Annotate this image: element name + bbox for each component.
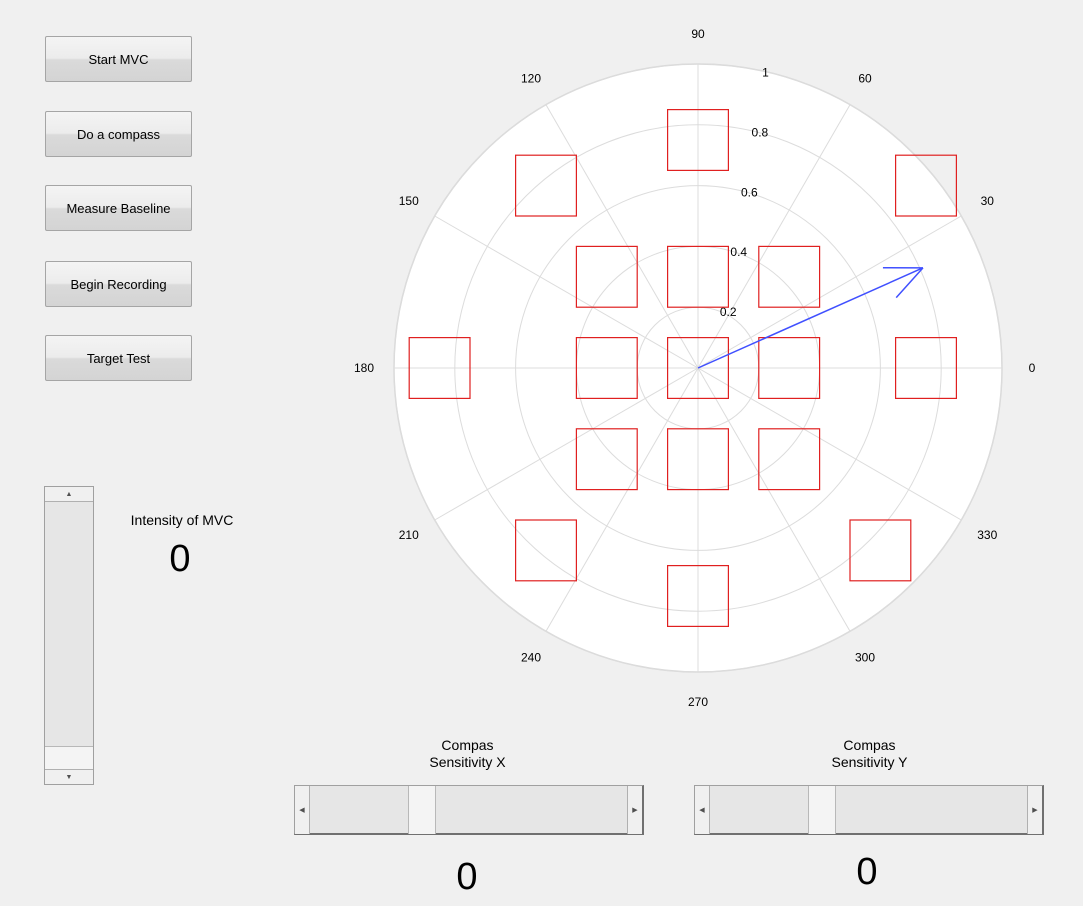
intensity-slider-thumb[interactable]	[45, 746, 93, 770]
sensitivity-y-thumb[interactable]	[808, 786, 836, 834]
target-test-button[interactable]: Target Test	[45, 335, 192, 381]
direction-arrow-shaft	[697, 267, 924, 369]
angle-tick-label: 270	[688, 695, 708, 709]
radial-tick-label: 0.6	[741, 185, 758, 199]
direction-arrow-head	[895, 267, 924, 299]
angle-grid-spoke	[434, 215, 699, 369]
sensitivity-x-label: Compas Sensitivity X	[395, 737, 540, 771]
angle-tick-label: 330	[977, 528, 997, 542]
intensity-slider[interactable]: ▲ ▼	[44, 486, 94, 785]
target-square	[408, 337, 471, 400]
angle-grid-spoke	[545, 367, 699, 632]
sensitivity-y-label-line2: Sensitivity Y	[831, 754, 908, 770]
target-square	[667, 245, 730, 308]
angle-grid-spoke	[545, 104, 699, 369]
target-square	[758, 245, 821, 308]
target-square	[758, 337, 821, 400]
target-square	[667, 564, 730, 627]
target-square	[515, 154, 578, 217]
angle-tick-label: 300	[855, 650, 875, 664]
do-compass-button[interactable]: Do a compass	[45, 111, 192, 157]
begin-recording-button[interactable]: Begin Recording	[45, 261, 192, 307]
angle-tick-label: 30	[981, 194, 995, 208]
target-square	[515, 519, 578, 582]
angle-grid-spoke	[697, 215, 962, 369]
angle-tick-label: 120	[521, 72, 541, 86]
slider-left-arrow-icon[interactable]: ◀	[695, 786, 710, 834]
start-mvc-button[interactable]: Start MVC	[45, 36, 192, 82]
angle-grid-spoke	[697, 367, 962, 521]
target-square	[849, 519, 912, 582]
angle-tick-label: 90	[691, 27, 705, 41]
target-square	[667, 337, 730, 400]
sensitivity-x-slider[interactable]: ◀ ▶	[294, 785, 644, 835]
target-square	[575, 428, 638, 491]
target-square	[667, 428, 730, 491]
measure-baseline-button[interactable]: Measure Baseline	[45, 185, 192, 231]
sensitivity-y-label: Compas Sensitivity Y	[797, 737, 942, 771]
sensitivity-x-value: 0	[456, 856, 478, 898]
slider-left-arrow-icon[interactable]: ◀	[295, 786, 310, 834]
radial-tick-label: 0.8	[752, 125, 769, 139]
target-square	[894, 337, 957, 400]
angle-grid-spoke	[697, 104, 851, 369]
slider-right-arrow-icon[interactable]: ▶	[1027, 786, 1042, 834]
slider-right-arrow-icon[interactable]: ▶	[627, 786, 642, 834]
sensitivity-x-label-line2: Sensitivity X	[429, 754, 506, 770]
angle-tick-label: 60	[858, 72, 872, 86]
radial-tick-label: 0.2	[720, 305, 737, 319]
angle-tick-label: 210	[399, 528, 419, 542]
target-square	[758, 428, 821, 491]
compass-polar-plot: 0 30 60 90 120 150 180 210 240 270 300 330 0.2 0.4 0.6…	[354, 27, 1036, 709]
target-square	[894, 154, 957, 217]
sensitivity-x-label-line1: Compas	[441, 737, 494, 753]
angle-tick-label: 150	[399, 194, 419, 208]
target-square	[575, 245, 638, 308]
sensitivity-y-value: 0	[856, 851, 878, 893]
angle-grid-spoke	[434, 367, 699, 521]
target-square	[667, 108, 730, 171]
angle-grid-spoke	[697, 367, 851, 632]
radial-tick-label: 0.4	[730, 245, 747, 259]
slider-down-arrow-icon[interactable]: ▼	[45, 769, 93, 784]
angle-tick-label: 0	[1029, 361, 1036, 375]
angle-tick-label: 180	[354, 361, 374, 375]
target-square	[575, 337, 638, 400]
sensitivity-y-slider[interactable]: ◀ ▶	[694, 785, 1044, 835]
slider-up-arrow-icon[interactable]: ▲	[45, 487, 93, 502]
angle-tick-label: 240	[521, 650, 541, 664]
radial-tick-label: 1	[762, 66, 769, 80]
sensitivity-y-label-line1: Compas	[843, 737, 896, 753]
intensity-value: 0	[169, 538, 191, 580]
sensitivity-x-thumb[interactable]	[408, 786, 436, 834]
intensity-label: Intensity of MVC	[130, 512, 234, 528]
